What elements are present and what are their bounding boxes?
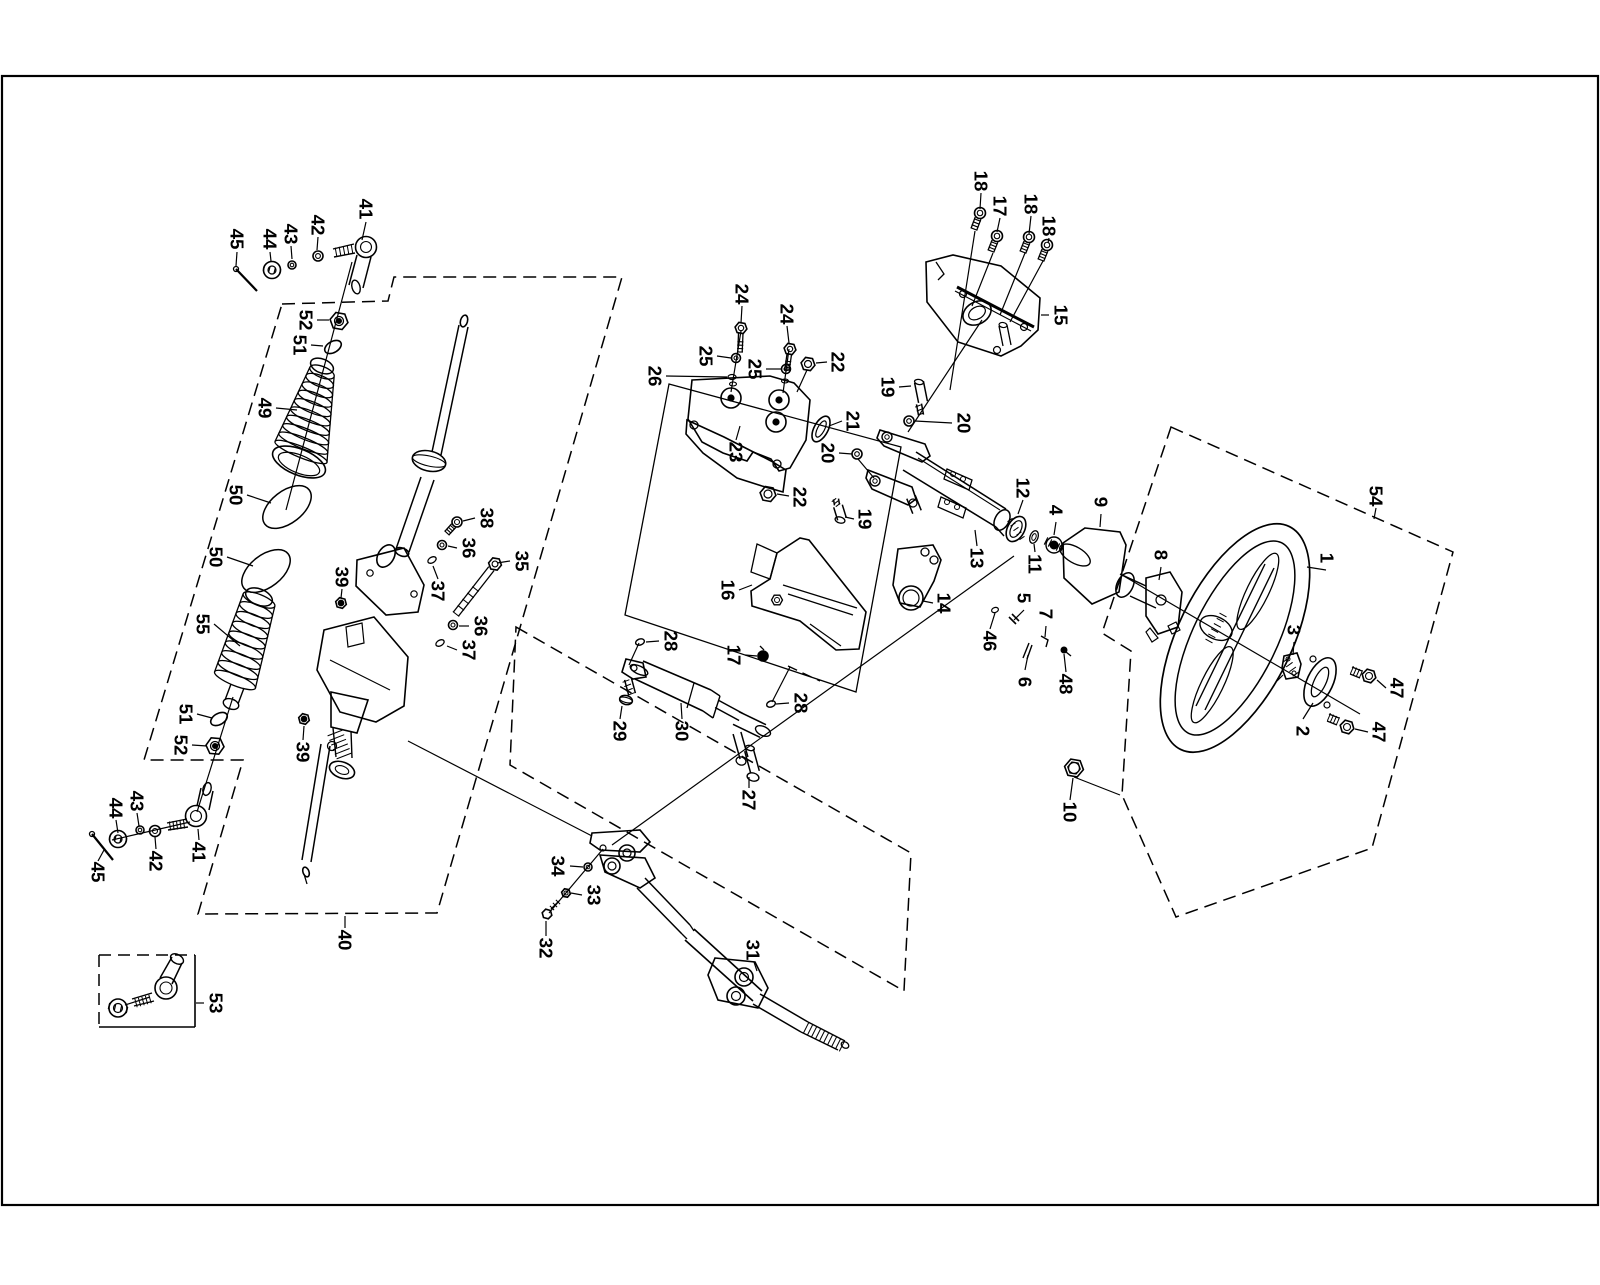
svg-text:15: 15 xyxy=(1051,305,1072,326)
svg-text:29: 29 xyxy=(610,721,631,742)
svg-text:51: 51 xyxy=(290,335,311,356)
svg-text:37: 37 xyxy=(428,581,449,602)
svg-text:39: 39 xyxy=(332,567,353,588)
svg-text:52: 52 xyxy=(296,310,317,331)
svg-text:49: 49 xyxy=(255,398,276,419)
svg-text:38: 38 xyxy=(477,508,498,529)
svg-text:24: 24 xyxy=(777,304,798,325)
svg-text:27: 27 xyxy=(739,790,760,811)
svg-text:50: 50 xyxy=(226,485,247,506)
svg-text:52: 52 xyxy=(171,735,192,756)
svg-text:23: 23 xyxy=(726,442,747,463)
svg-text:5: 5 xyxy=(1014,593,1035,603)
svg-text:37: 37 xyxy=(459,640,480,661)
svg-text:47: 47 xyxy=(1387,678,1408,699)
svg-text:47: 47 xyxy=(1369,722,1390,743)
svg-text:2: 2 xyxy=(1293,726,1314,736)
svg-text:30: 30 xyxy=(672,721,693,742)
svg-text:44: 44 xyxy=(260,229,281,250)
svg-text:9: 9 xyxy=(1091,497,1112,507)
svg-text:50: 50 xyxy=(206,547,227,568)
svg-text:39: 39 xyxy=(293,742,314,763)
svg-text:41: 41 xyxy=(189,842,210,863)
svg-text:17: 17 xyxy=(990,196,1011,217)
svg-text:41: 41 xyxy=(356,199,377,220)
svg-text:36: 36 xyxy=(459,538,480,559)
svg-text:13: 13 xyxy=(967,548,988,569)
svg-text:36: 36 xyxy=(471,616,492,637)
svg-text:1: 1 xyxy=(1317,553,1338,563)
svg-text:25: 25 xyxy=(696,346,717,367)
svg-text:18: 18 xyxy=(1039,216,1060,237)
svg-text:42: 42 xyxy=(308,215,329,236)
svg-text:32: 32 xyxy=(536,938,557,959)
svg-text:54: 54 xyxy=(1366,486,1387,507)
svg-text:10: 10 xyxy=(1060,802,1081,823)
svg-text:4: 4 xyxy=(1046,505,1067,516)
svg-text:22: 22 xyxy=(828,352,849,373)
svg-text:12: 12 xyxy=(1013,478,1034,499)
svg-text:22: 22 xyxy=(790,487,811,508)
svg-text:45: 45 xyxy=(227,229,248,250)
svg-text:48: 48 xyxy=(1056,674,1077,695)
svg-text:28: 28 xyxy=(661,631,682,652)
svg-text:35: 35 xyxy=(512,551,533,572)
svg-text:42: 42 xyxy=(146,851,167,872)
svg-text:26: 26 xyxy=(645,366,666,387)
svg-text:31: 31 xyxy=(743,940,764,961)
svg-text:33: 33 xyxy=(584,885,605,906)
svg-text:24: 24 xyxy=(732,284,753,305)
svg-text:43: 43 xyxy=(127,791,148,812)
svg-text:18: 18 xyxy=(1021,194,1042,215)
svg-text:21: 21 xyxy=(843,411,864,432)
svg-text:17: 17 xyxy=(724,645,745,666)
svg-text:20: 20 xyxy=(818,443,839,464)
svg-text:43: 43 xyxy=(281,224,302,245)
svg-text:28: 28 xyxy=(791,693,812,714)
svg-text:19: 19 xyxy=(855,509,876,530)
svg-text:44: 44 xyxy=(106,798,127,819)
svg-text:45: 45 xyxy=(88,862,109,883)
svg-text:16: 16 xyxy=(718,580,739,601)
svg-text:14: 14 xyxy=(934,593,955,614)
svg-text:40: 40 xyxy=(335,930,356,951)
svg-text:11: 11 xyxy=(1025,554,1046,574)
svg-text:46: 46 xyxy=(980,631,1001,652)
svg-text:3: 3 xyxy=(1284,625,1305,635)
svg-text:19: 19 xyxy=(878,377,899,398)
svg-text:20: 20 xyxy=(954,413,975,434)
svg-text:55: 55 xyxy=(193,614,214,635)
svg-text:25: 25 xyxy=(745,359,766,380)
svg-text:6: 6 xyxy=(1015,677,1036,687)
svg-text:8: 8 xyxy=(1151,550,1172,560)
svg-text:18: 18 xyxy=(971,171,992,192)
svg-text:53: 53 xyxy=(206,993,227,1014)
svg-text:34: 34 xyxy=(548,856,569,877)
svg-text:51: 51 xyxy=(176,704,197,725)
svg-text:7: 7 xyxy=(1036,609,1057,619)
